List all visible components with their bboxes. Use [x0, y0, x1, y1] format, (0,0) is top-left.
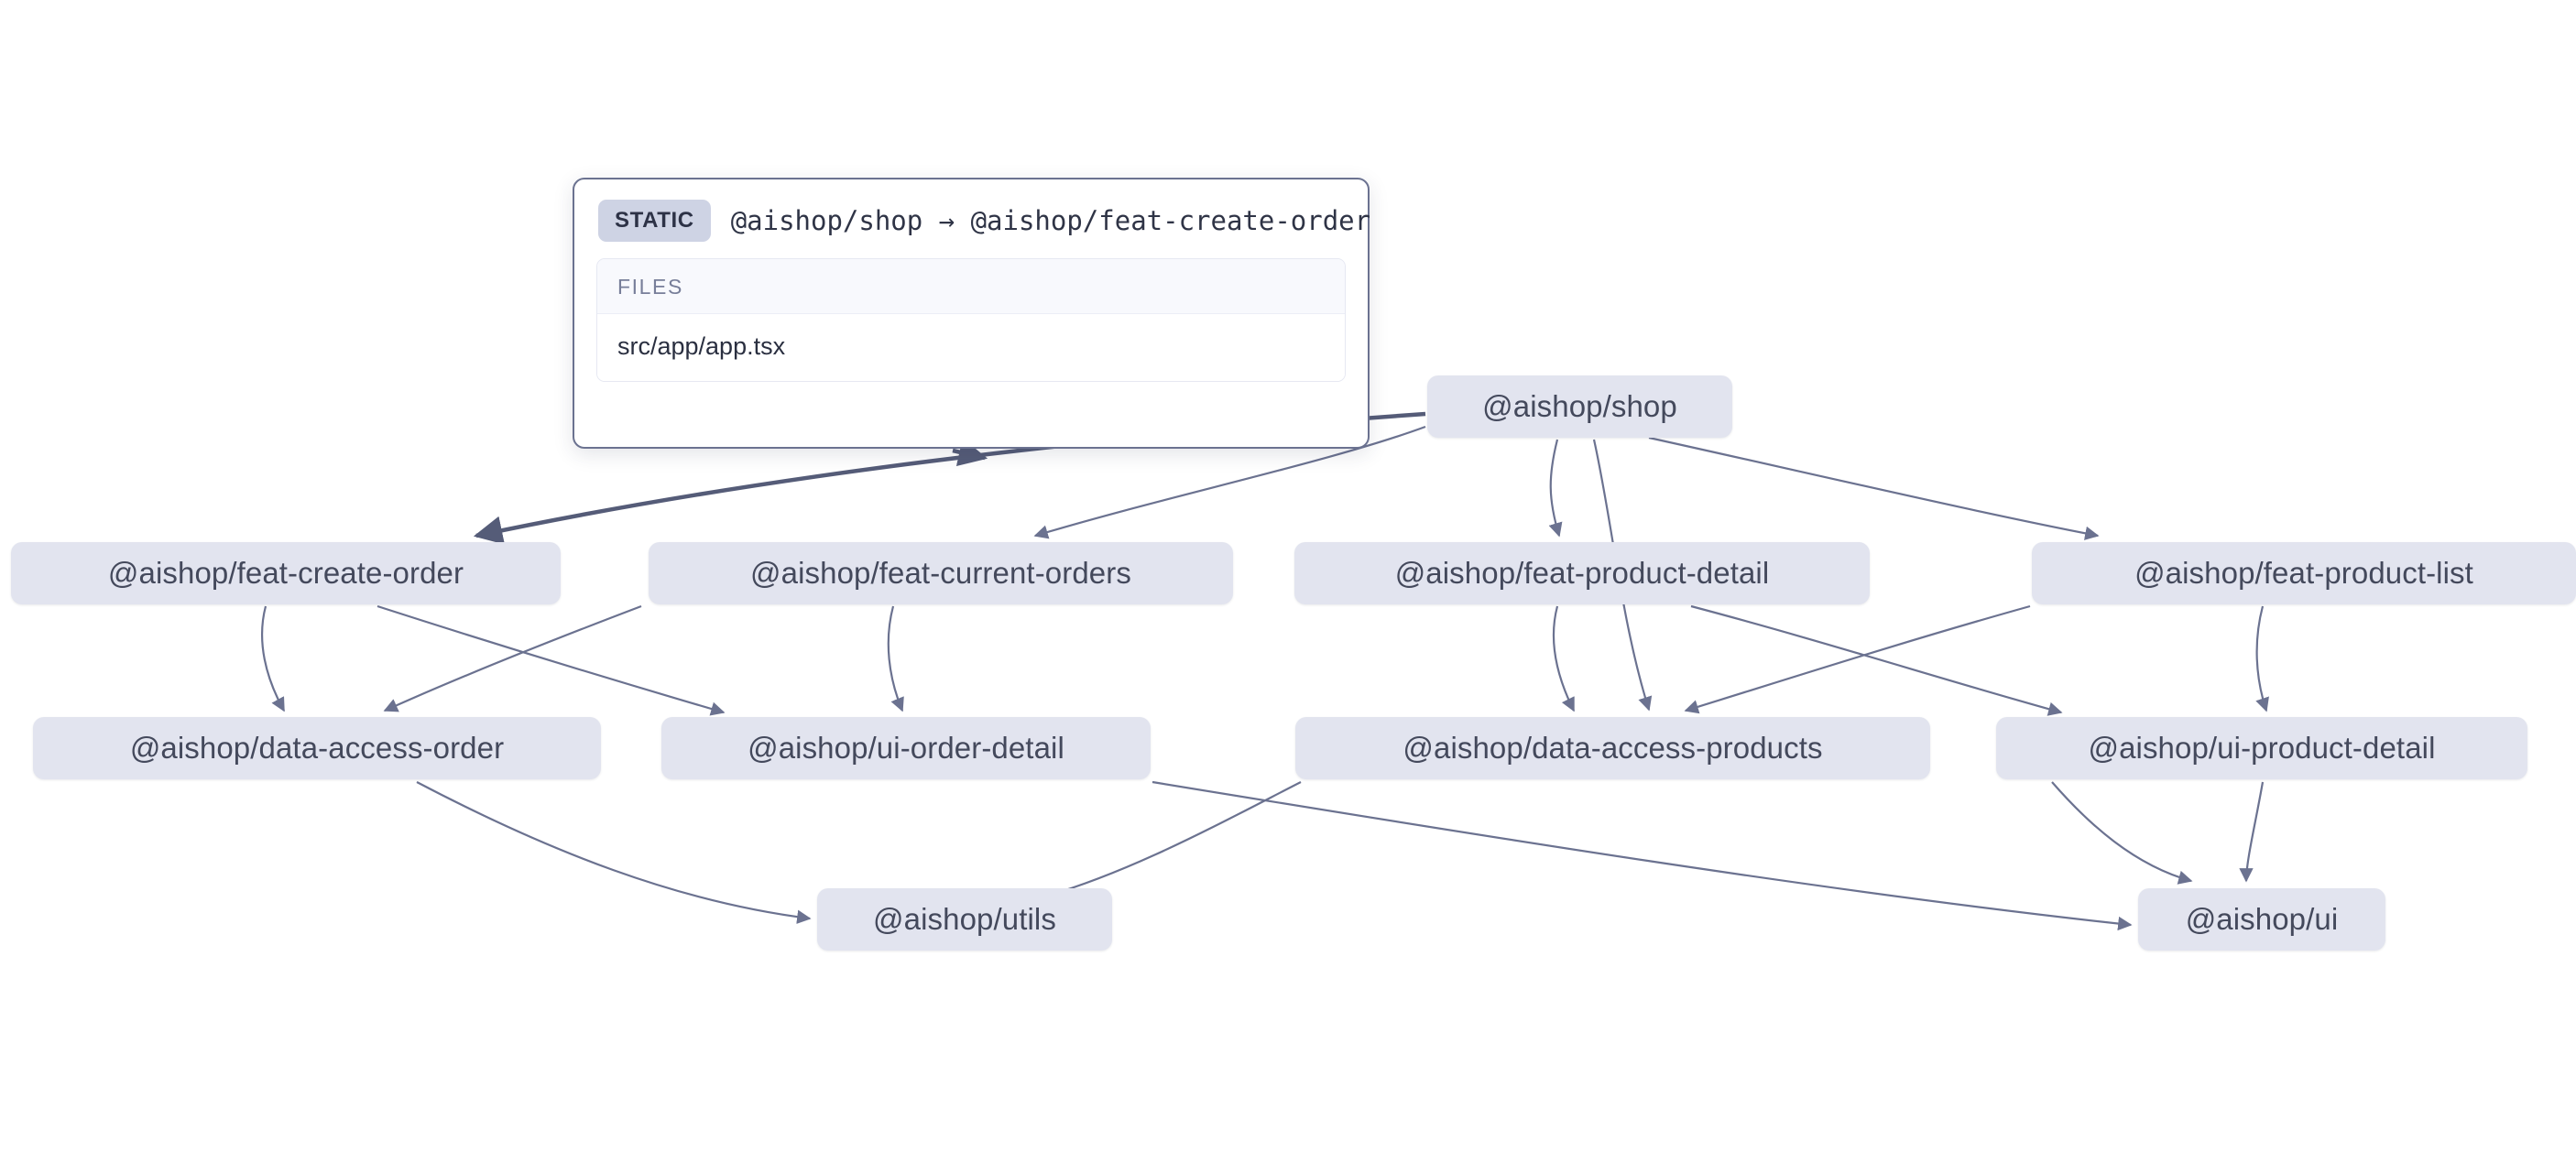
edge-shop-to-feat-product-list: [1648, 436, 2100, 540]
graph-node-label: @aishop/feat-product-list: [2134, 556, 2473, 590]
edge-detail-tooltip[interactable]: STATIC @aishop/shop → @aishop/feat-creat…: [573, 178, 1370, 449]
tooltip-header: STATIC @aishop/shop → @aishop/feat-creat…: [574, 179, 1371, 253]
graph-node-utils[interactable]: @aishop/utils: [817, 888, 1112, 951]
graph-node-label: @aishop/ui: [2185, 902, 2339, 936]
graph-node-feat-product-list[interactable]: @aishop/feat-product-list: [2032, 542, 2576, 604]
edge-feat-create-order-to-data-access-order: [260, 605, 285, 712]
graph-node-label: @aishop/ui-product-detail: [2088, 731, 2436, 765]
edge-shop-create-order-midmarker: [952, 438, 988, 467]
edge-data-access-order-to-utils: [416, 781, 812, 924]
graph-node-data-access-products[interactable]: @aishop/data-access-products: [1295, 717, 1930, 779]
graph-node-label: @aishop/feat-current-orders: [750, 556, 1131, 590]
file-list-item[interactable]: src/app/app.tsx: [597, 314, 1345, 381]
graph-node-ui-product-detail[interactable]: @aishop/ui-product-detail: [1996, 717, 2527, 779]
graph-node-label: @aishop/data-access-products: [1403, 731, 1823, 765]
edge-ui-order-detail-to-ui: [1152, 780, 2133, 931]
graph-node-ui[interactable]: @aishop/ui: [2138, 888, 2385, 951]
edge-feat-product-list-to-data-access-products: [1684, 604, 2031, 714]
graph-node-label: @aishop/feat-product-detail: [1394, 556, 1770, 590]
edge-shop-to-feat-current-orders: [1033, 425, 1426, 539]
static-badge: STATIC: [598, 200, 711, 242]
edge-feat-product-list-to-ui-product-detail: [2255, 605, 2269, 712]
graph-node-feat-current-orders[interactable]: @aishop/feat-current-orders: [649, 542, 1233, 604]
edge-feat-current-orders-to-ui-order-detail: [887, 605, 904, 712]
files-section-header: FILES: [597, 259, 1345, 314]
graph-node-data-access-order[interactable]: @aishop/data-access-order: [33, 717, 601, 779]
edge-data-access-products-to-ui: [2051, 781, 2193, 885]
edge-shop-to-feat-product-detail: [1548, 439, 1563, 538]
graph-node-label: @aishop/feat-create-order: [107, 556, 464, 590]
graph-node-shop[interactable]: @aishop/shop: [1427, 375, 1732, 438]
edge-feat-product-detail-to-ui-product-detail: [1690, 604, 2063, 716]
tooltip-title: @aishop/shop → @aishop/feat-create-order: [730, 205, 1371, 236]
files-panel: FILES src/app/app.tsx: [596, 258, 1346, 382]
edge-feat-current-orders-to-data-access-order: [383, 604, 642, 712]
graph-node-feat-product-detail[interactable]: @aishop/feat-product-detail: [1294, 542, 1870, 604]
graph-node-label: @aishop/data-access-order: [129, 731, 505, 765]
graph-node-ui-order-detail[interactable]: @aishop/ui-order-detail: [661, 717, 1151, 779]
edge-ui-product-detail-to-ui: [2239, 781, 2265, 883]
graph-node-label: @aishop/shop: [1482, 389, 1677, 423]
edge-feat-create-order-to-ui-order-detail: [377, 604, 726, 716]
edge-feat-product-detail-to-data-access-products: [1552, 605, 1575, 712]
graph-node-label: @aishop/utils: [873, 902, 1056, 936]
graph-node-label: @aishop/ui-order-detail: [748, 731, 1064, 765]
graph-node-feat-create-order[interactable]: @aishop/feat-create-order: [11, 542, 561, 604]
